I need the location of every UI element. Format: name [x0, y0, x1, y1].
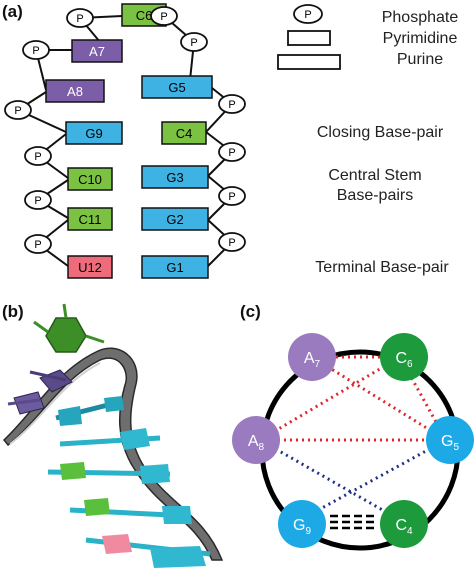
base-c10-label: C10 [78, 172, 102, 187]
base-c4-label: C4 [176, 126, 193, 141]
central-stem-label-line1: Central Stem [328, 167, 422, 184]
svg-text:A8: A8 [248, 433, 265, 453]
node-c6 [380, 333, 428, 381]
base-g3-label: G3 [166, 170, 183, 185]
node-a7-base: A [304, 350, 315, 367]
p-g5-phosphate [218, 94, 246, 114]
p-c4-phosphate [218, 142, 246, 162]
base-u12 [67, 255, 113, 279]
node-c6-sub: 6 [407, 359, 413, 370]
base-c11 [67, 207, 113, 231]
base-a8 [45, 79, 105, 103]
panel-label-c: (c) [240, 302, 261, 321]
base-a7 [71, 39, 123, 63]
node-a8-base: A [248, 433, 259, 450]
circle-diagram: A7 C6 A8 G5 G9 C4 [232, 333, 474, 551]
svg-text:C4: C4 [395, 517, 413, 537]
base-g5 [141, 75, 213, 99]
p-g9-phosphate [24, 146, 52, 166]
p-g2-phosphate-label: P [228, 237, 235, 249]
node-a7-sub: 7 [315, 359, 321, 370]
node-a8-sub: 8 [259, 442, 265, 453]
base-c4 [161, 121, 207, 145]
base-g9 [65, 121, 123, 145]
central-stem-label-line2: Base-pairs [336, 187, 414, 204]
node-g5-sub: 5 [453, 442, 459, 453]
legend-phosphate-symbol [293, 4, 323, 24]
base-g2 [141, 207, 209, 231]
legend-pyrimidine-label: Pyrimidine [382, 30, 458, 47]
p-g2-phosphate [218, 232, 246, 252]
node-a7 [288, 333, 336, 381]
svg-text:A7: A7 [304, 350, 321, 370]
p-g3-phosphate-label: P [228, 191, 235, 203]
legend-purine-symbol [277, 54, 341, 70]
p-g3-phosphate [218, 186, 246, 206]
base-g9-label: G9 [85, 126, 102, 141]
base-g5-label: G5 [168, 80, 185, 95]
base-c11-label: C11 [79, 212, 102, 227]
legend-phosphate-symbol-label: P [304, 9, 311, 21]
p-g5-top-phosphate [180, 32, 208, 52]
p-c4-phosphate-label: P [228, 147, 235, 159]
legend-purine-label: Purine [396, 51, 444, 68]
legend-phosphate-label: Phosphate [381, 9, 459, 26]
node-c4-sub: 4 [407, 526, 413, 537]
base-c6-label: C6 [136, 8, 153, 23]
panel-label-b: (b) [2, 302, 24, 321]
svg-text:G5: G5 [441, 433, 459, 453]
p-g5-top-phosphate-label: P [190, 37, 197, 49]
svg-text:G9: G9 [293, 517, 311, 537]
terminal-base-pair-label: Terminal Base-pair [315, 259, 449, 276]
p-c10-phosphate-label: P [34, 195, 41, 207]
base-u12-label: U12 [78, 260, 102, 275]
base-a7-label: A7 [89, 44, 105, 59]
phosphate-group: P P P P P P P P P P P P [4, 6, 246, 254]
node-g9-sub: 9 [305, 526, 311, 537]
base-a8-label: A8 [67, 84, 83, 99]
base-g1-label: G1 [166, 260, 183, 275]
legend-pyrimidine-symbol [287, 30, 331, 46]
base-g1 [141, 255, 209, 279]
p-c6-left-phosphate [66, 8, 94, 28]
p-c11-phosphate [24, 234, 52, 254]
p-c10-phosphate [24, 190, 52, 210]
p-c6-right-phosphate-label: P [160, 11, 167, 23]
p-a8-phosphate [4, 100, 32, 120]
base-c10 [67, 167, 113, 191]
node-g9 [278, 500, 326, 548]
p-g9-phosphate-label: P [34, 151, 41, 163]
node-c4-base: C [395, 517, 407, 534]
p-c6-left-phosphate-label: P [76, 13, 83, 25]
p-g5-phosphate-label: P [228, 99, 235, 111]
structure-3d [2, 303, 224, 568]
node-g5-base: G [441, 433, 453, 450]
node-a8 [232, 416, 280, 464]
p-a7-phosphate-label: P [32, 45, 39, 57]
p-a7-phosphate [22, 40, 50, 60]
base-g3 [141, 165, 209, 189]
svg-text:C6: C6 [395, 350, 413, 370]
node-c6-base: C [395, 350, 407, 367]
base-g2-label: G2 [166, 212, 183, 227]
p-a8-phosphate-label: P [14, 105, 21, 117]
p-c11-phosphate-label: P [34, 239, 41, 251]
panel-label-a: (a) [2, 2, 23, 21]
node-g9-base: G [293, 517, 305, 534]
node-c4 [380, 500, 428, 548]
p-c6-right-phosphate [150, 6, 178, 26]
node-g5 [426, 416, 474, 464]
closing-base-pair-label: Closing Base-pair [316, 124, 444, 141]
